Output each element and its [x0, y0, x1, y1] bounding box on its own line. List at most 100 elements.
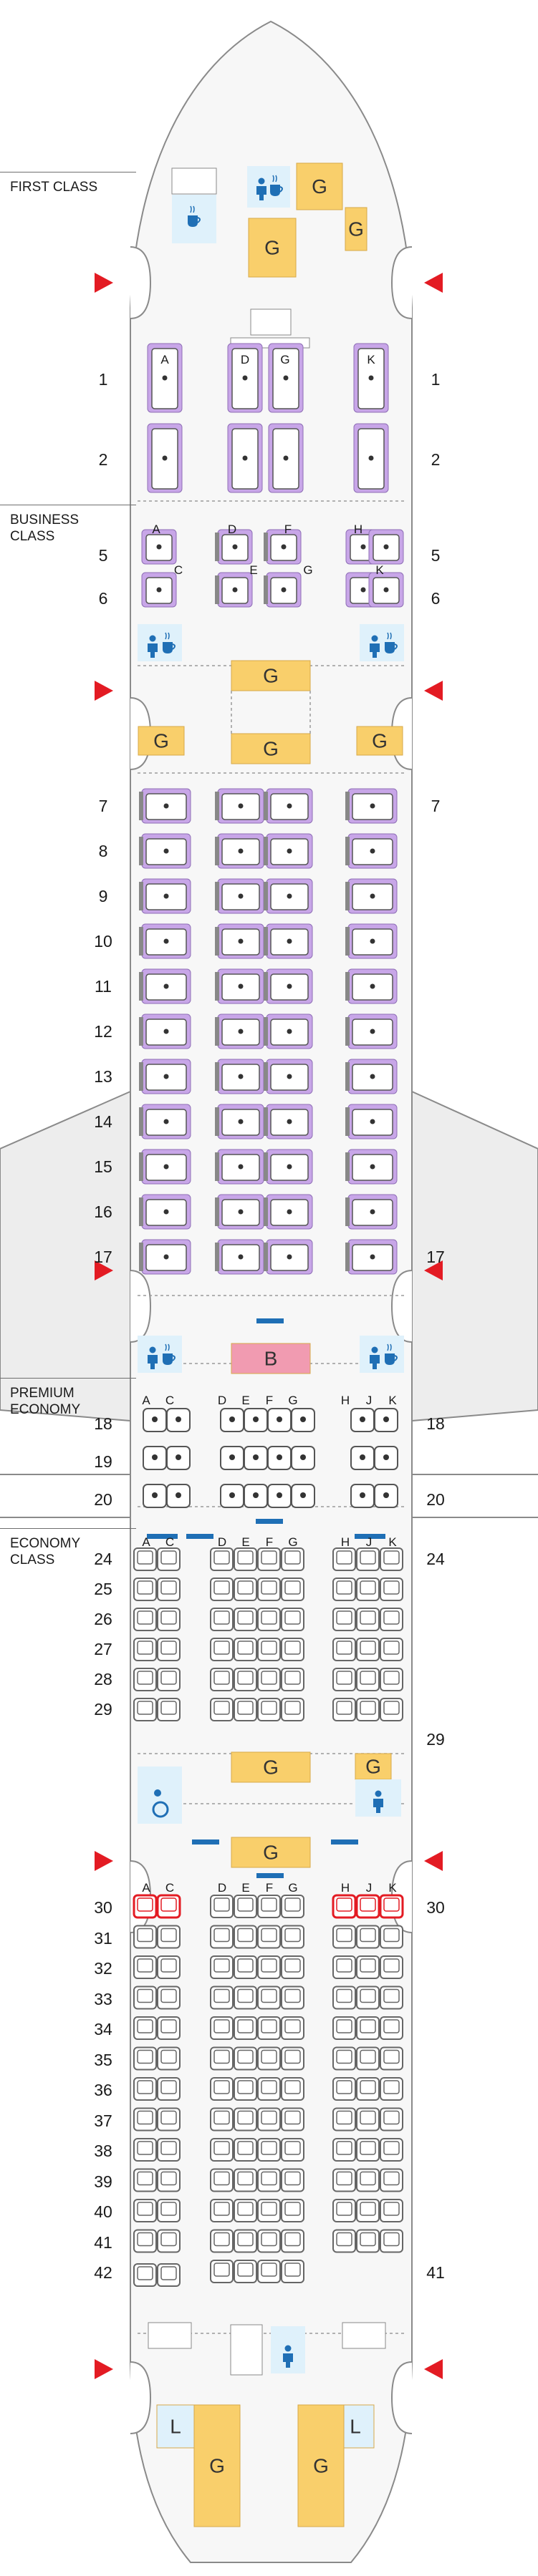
galley-aft-left-letter: G — [209, 2455, 225, 2477]
seat-economy-r39-8 — [380, 2168, 403, 2192]
seat-economy-r42-0-shell — [133, 2263, 157, 2287]
galley-front-2 — [248, 218, 297, 278]
seat-business-r11-G-arm — [264, 972, 268, 1001]
seat-economy-r31-2-cushion — [213, 1928, 230, 1943]
seat-economy-r30-7 — [355, 1894, 380, 1919]
seat-business-r14-K-arm — [345, 1107, 350, 1136]
seat-economy-r42-4 — [257, 2260, 281, 2283]
seat-economy-r31-8 — [380, 1925, 403, 1949]
seat-economy-r33-6-cushion — [336, 1988, 352, 2003]
seat-business-r12-D — [215, 1014, 264, 1049]
seat-business-r15-G-dot — [287, 1164, 292, 1170]
seat-economy-r37-0 — [133, 2107, 157, 2132]
seat-business-r13-A — [139, 1059, 191, 1094]
seat-economy-r39-1 — [157, 2168, 181, 2192]
seat-premium-r18-1-dot — [176, 1416, 181, 1422]
seat-economy-r28-8 — [380, 1668, 403, 1691]
galley-front-1 — [296, 162, 343, 210]
seat-premium-r19-3 — [244, 1446, 268, 1470]
seat-economy-r41-6 — [332, 2229, 356, 2253]
seat-economy-r39-5-cushion — [284, 2171, 301, 2186]
seat-economy-r41-5-cushion — [284, 2232, 301, 2247]
seat-economy-r41-2-shell — [210, 2229, 234, 2253]
lavatory-business-right-cup-icon-handle — [394, 643, 398, 650]
seat-economy-r38-4-shell — [257, 2138, 281, 2162]
seat-economy-r34-7 — [356, 2016, 380, 2040]
seat-economy-r24-5 — [281, 1547, 304, 1571]
seat-business-r15-A — [139, 1149, 191, 1185]
seat-economy-r38-5-cushion — [284, 2141, 301, 2155]
seat-economy-r36-5-shell — [281, 2077, 304, 2101]
lavatory-aft-1-person-icon-body — [283, 2353, 293, 2368]
seat-business-top-r2-3-dot — [360, 587, 366, 593]
seat-business-r16-G — [264, 1194, 313, 1230]
seat-premium-r20-6-dot — [360, 1492, 365, 1498]
seat-economy-r37-4 — [257, 2107, 281, 2132]
seat-business-r13-D-arm — [215, 1062, 219, 1091]
seat-economy-r38-0 — [133, 2138, 157, 2162]
seat-economy-r26-8-shell — [380, 1608, 403, 1631]
seat-business-top-r1-4-dot — [383, 544, 389, 550]
seat-economy-r42-3-shell — [234, 2260, 257, 2283]
seat-economy-r28-5-shell — [281, 1668, 304, 1691]
seat-economy-r38-0-cushion — [137, 2141, 153, 2155]
seat-economy-r35-2-cushion — [213, 2049, 230, 2064]
seat-economy-r24-4-cushion — [261, 1550, 277, 1565]
seat-economy-r38-6-cushion — [336, 2141, 352, 2155]
seat-economy-r30-7-cushion — [360, 1897, 376, 1912]
seat-business-r17-G-arm — [264, 1243, 268, 1271]
seat-economy-r29-6 — [332, 1698, 356, 1721]
row-left-32: 32 — [94, 1959, 112, 1978]
seat-economy-r33-2 — [210, 1986, 234, 2010]
seat-economy-r37-1-shell — [157, 2107, 181, 2132]
seat-economy-r32-6-shell — [332, 1955, 356, 1979]
lavatory-business-right-cup-icon — [385, 632, 398, 653]
row-left-34: 34 — [94, 2020, 112, 2038]
seat-economy-r35-1-cushion — [160, 2049, 177, 2064]
seat-economy-r31-0-shell — [133, 1925, 157, 1949]
seat-economy-r25-1-cushion — [160, 1580, 177, 1595]
seat-economy-r29-4 — [257, 1698, 281, 1721]
seat-business-r17-G — [264, 1239, 313, 1275]
seat-economy-r37-6 — [332, 2107, 356, 2132]
seat-economy-r29-1 — [157, 1698, 181, 1721]
seat-business-r7-K-dot — [370, 803, 375, 809]
seat-economy-r27-8 — [380, 1638, 403, 1661]
seat-letter-first-D: D — [240, 353, 250, 366]
seat-economy-r33-8-shell — [380, 1986, 403, 2010]
seat-economy-r41-8-shell — [380, 2229, 403, 2253]
seat-economy-r26-6-cushion — [336, 1610, 352, 1625]
lavatory-front-2 — [247, 166, 290, 208]
seat-economy-r26-3-cushion — [237, 1610, 254, 1625]
seat-business-r9-A-arm — [139, 882, 143, 910]
seat-business-r12-A-dot — [163, 1029, 169, 1034]
seat-economy-r30-0 — [133, 1894, 158, 1919]
row-left-27: 27 — [94, 1640, 112, 1658]
seat-economy-r29-0 — [133, 1698, 157, 1721]
seat-economy-r32-8 — [380, 1955, 403, 1979]
seat-business-r10-A — [139, 923, 191, 959]
seat-economy-r34-7-cushion — [360, 2019, 376, 2033]
seat-business-r16-A — [139, 1194, 191, 1230]
row-left-30: 30 — [94, 1898, 112, 1917]
seat-business-r7-D-arm — [215, 792, 219, 820]
seat-business-r17-D-dot — [238, 1254, 244, 1260]
lavatory-front-2-cup-icon-handle — [279, 186, 283, 193]
seat-economy-r27-6-shell — [332, 1638, 356, 1661]
exit-arrow-left-5 — [95, 2359, 113, 2379]
seat-premium-r18-0-dot — [152, 1416, 158, 1422]
lavatory-business-left-cup-icon-steam — [165, 632, 170, 640]
seat-economy-r39-4-shell — [257, 2168, 281, 2192]
seat-economy-r36-8-shell — [380, 2077, 403, 2101]
seat-economy-r34-0 — [133, 2016, 157, 2040]
seat-business-r11-D-arm — [215, 972, 219, 1001]
seat-economy-r40-5-shell — [281, 2199, 304, 2222]
seat-business-r8-K — [345, 833, 398, 869]
seat-economy-r39-2 — [210, 2168, 234, 2192]
seat-economy-r41-5 — [281, 2229, 304, 2253]
seat-economy-r40-8-cushion — [383, 2202, 400, 2216]
seat-economy-r36-8-cushion — [383, 2080, 400, 2094]
seat-business-top-r1-4 — [368, 529, 404, 565]
seat-economy-r37-2 — [210, 2107, 234, 2132]
